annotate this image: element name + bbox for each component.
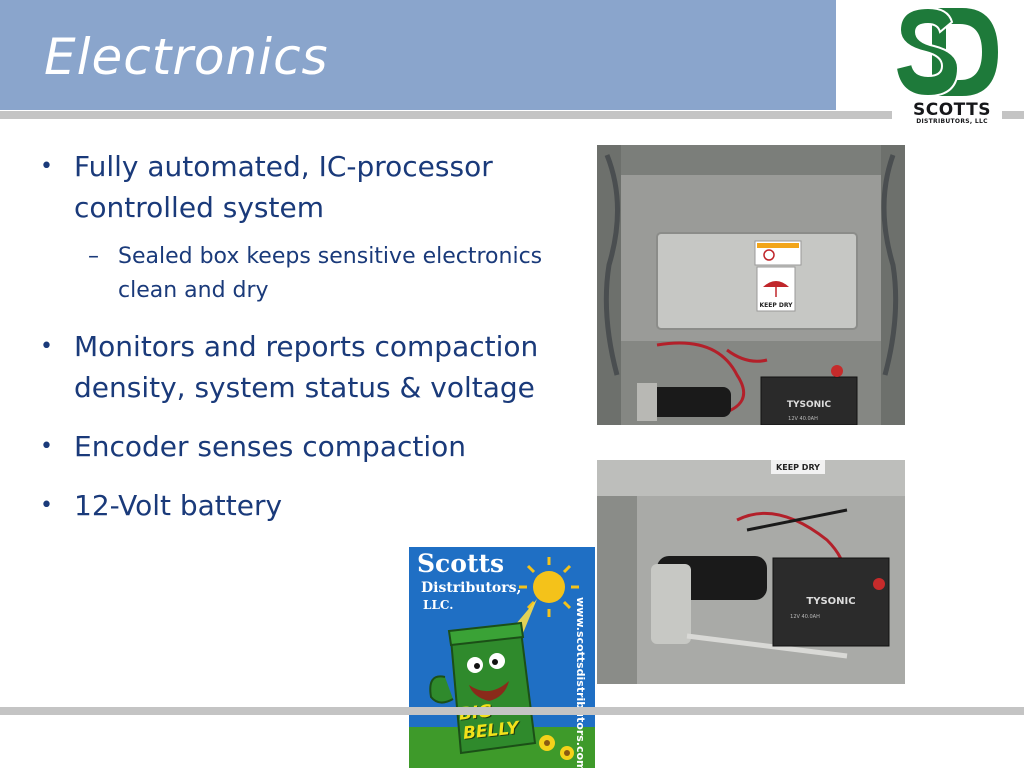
sub-bullet-text: Sealed box keeps sensitive electronics c… [118, 244, 543, 303]
bottom-divider [0, 707, 1024, 715]
bigbelly-can-icon [429, 621, 537, 755]
title-bar: Electronics [0, 0, 836, 110]
scotts-distributors-logo: SCOTTS DISTRIBUTORS, LLC [892, 2, 1002, 127]
bigbelly-mascot-illustration [409, 547, 595, 768]
bullet-text: Monitors and reports compaction density,… [74, 330, 539, 404]
bullet-item: • Encoder senses compaction [34, 426, 574, 467]
top-divider [0, 111, 1024, 119]
bullet-item: • Fully automated, IC-processor controll… [34, 146, 574, 308]
bullet-item: • 12-Volt battery [34, 485, 574, 526]
promo-url: www.scottsdistributors.com [574, 597, 587, 768]
slide-title: Electronics [44, 28, 329, 86]
battery-brand-label: TYSONIC [787, 400, 832, 410]
battery-spec-label: 12V 40.0AH [790, 614, 820, 620]
battery-spec-label: 12V 40.0AH [788, 416, 818, 422]
battery-brand-label: TYSONIC [806, 596, 855, 607]
sd-monogram-icon [894, 6, 998, 98]
motor-battery-illustration: KEEP DRY TYSONIC 12V 40.0AH [597, 460, 905, 684]
sun-icon [519, 557, 579, 617]
logo-wordmark: SCOTTS [913, 100, 991, 120]
bigbelly-promo-image: Scotts Distributors, LLC. www.scottsdist… [409, 547, 595, 768]
motor-battery-photo: KEEP DRY TYSONIC 12V 40.0AH [597, 460, 905, 684]
bullet-text: Encoder senses compaction [74, 430, 466, 463]
keep-dry-label: KEEP DRY [760, 302, 794, 309]
bullet-marker: • [40, 334, 53, 359]
sub-bullet-item: – Sealed box keeps sensitive electronics… [74, 240, 574, 308]
electronics-box-photo: KEEP DRY TYSONIC 12V 40.0AH [597, 145, 905, 425]
bullet-marker: • [40, 434, 53, 459]
bullet-item: • Monitors and reports compaction densit… [34, 326, 574, 408]
bullet-marker: • [40, 154, 53, 179]
promo-subtitle: Distributors, [421, 580, 522, 596]
promo-llc: LLC. [423, 598, 454, 612]
flower-icon [539, 735, 574, 760]
logo-subtitle: DISTRIBUTORS, LLC [916, 118, 988, 125]
bullet-text: Fully automated, IC-processor controlled… [74, 150, 493, 224]
bullet-list: • Fully automated, IC-processor controll… [34, 146, 574, 544]
electronics-box-illustration: KEEP DRY TYSONIC 12V 40.0AH [597, 145, 905, 425]
promo-brand: Scotts [417, 549, 505, 578]
keep-dry-label: KEEP DRY [776, 463, 820, 472]
sub-bullet-marker: – [88, 244, 99, 269]
bullet-text: 12-Volt battery [74, 489, 283, 522]
bullet-marker: • [40, 493, 53, 518]
